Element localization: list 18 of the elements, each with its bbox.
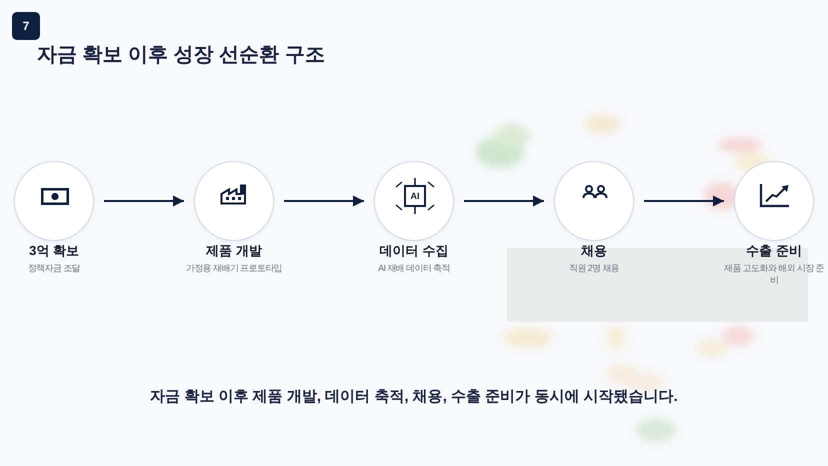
summary-text: 자금 확보 이후 제품 개발, 데이터 축적, 채용, 수출 준비가 동시에 시작됐습니다. [150,387,678,407]
step-title: 제품 개발 [206,242,262,259]
step-title: 데이터 수집 [380,242,448,259]
arrow [104,196,184,206]
arrow [644,196,724,206]
arrow [284,196,364,206]
step-title: 수출 준비 [746,242,802,259]
step-description: AI 재배 데이터 축적 [378,262,450,274]
step-title: 3억 확보 [29,242,79,259]
step-title: 채용 [581,242,607,259]
step-description: 정책자금 조달 [28,262,80,274]
step-description: 제품 고도화와 해외 시장 준비 [724,262,824,286]
step-description: 가정용 재배기 프로토타입 [186,262,282,274]
step-description: 직원 2명 채용 [568,262,620,274]
page-number-badge: 7 [12,12,40,40]
arrow [464,196,544,206]
slide-title: 자금 확보 이후 성장 선순환 구조 [37,43,325,68]
ai-chip: AI [404,185,426,207]
